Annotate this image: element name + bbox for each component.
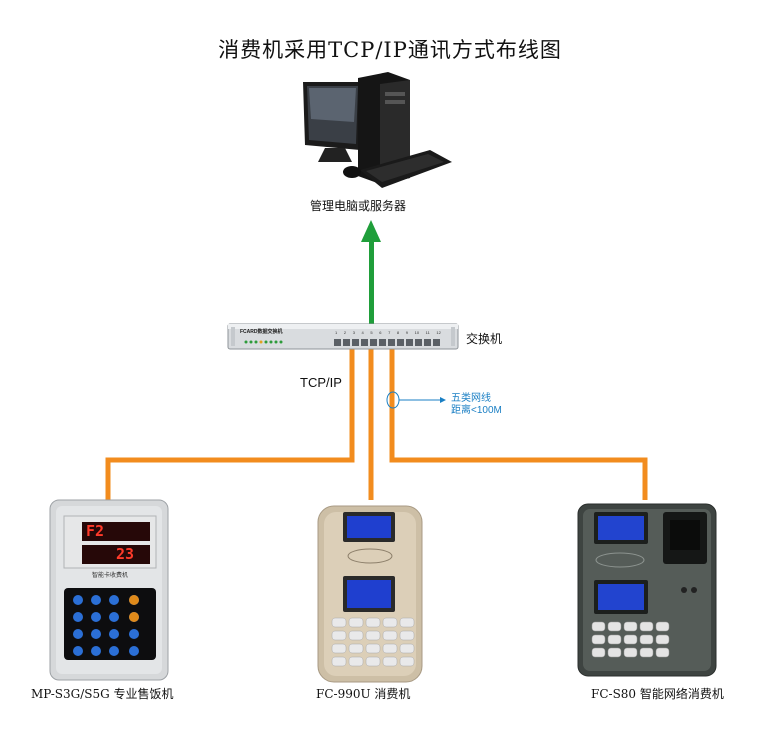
protocol-label: TCP/IP: [300, 375, 342, 390]
port-number: 12: [436, 330, 441, 335]
device-label-fc-s80: FC-S80 智能网络消费机: [591, 687, 724, 701]
device-fc-990u-icon: [317, 505, 423, 683]
uplink-arrow: [361, 220, 381, 333]
display-top-readout: F2: [86, 522, 105, 540]
cable-right: [389, 340, 648, 500]
port-number: 2: [343, 330, 347, 335]
device-label-mp-s3g: MP-S3G/S5G 专业售饭机: [31, 687, 174, 701]
port-number: 7: [388, 330, 391, 335]
network-switch-icon: [227, 323, 459, 350]
cable-left: [105, 340, 355, 500]
cable-annotation-marker: [386, 391, 446, 409]
switch-port-numbers: 1 2 3 4 5 6 7 8 9 10 11 12: [335, 330, 441, 335]
port-number: 6: [379, 330, 382, 335]
port-number: 9: [405, 330, 408, 335]
port-number: 8: [396, 330, 400, 335]
cable-type-label: 五类网线: [451, 393, 491, 404]
port-number: 11: [425, 330, 430, 335]
port-number: 1: [335, 330, 338, 335]
port-number: 10: [414, 330, 420, 335]
diagram-title: 消费机采用TCP/IP通讯方式布线图: [218, 38, 562, 62]
device-label-fc-990u: FC-990U 消费机: [316, 687, 411, 701]
server-label: 管理电脑或服务器: [310, 199, 407, 213]
network-cables: [105, 340, 648, 500]
cable-distance-label: 距离<100M: [451, 405, 502, 416]
port-number: 4: [361, 330, 364, 335]
port-number: 3: [352, 330, 355, 335]
port-number: 5: [370, 330, 373, 335]
server-computer-icon: [303, 72, 452, 188]
display-bottom-readout: 23: [116, 545, 135, 563]
switch-brand-text: FCARD数据交换机: [240, 329, 283, 335]
switch-label: 交换机: [466, 332, 503, 346]
device-caption: 智能卡收费机: [91, 572, 128, 579]
device-mp-s3g-icon: [49, 499, 169, 681]
device-fc-s80-icon: [577, 503, 717, 677]
